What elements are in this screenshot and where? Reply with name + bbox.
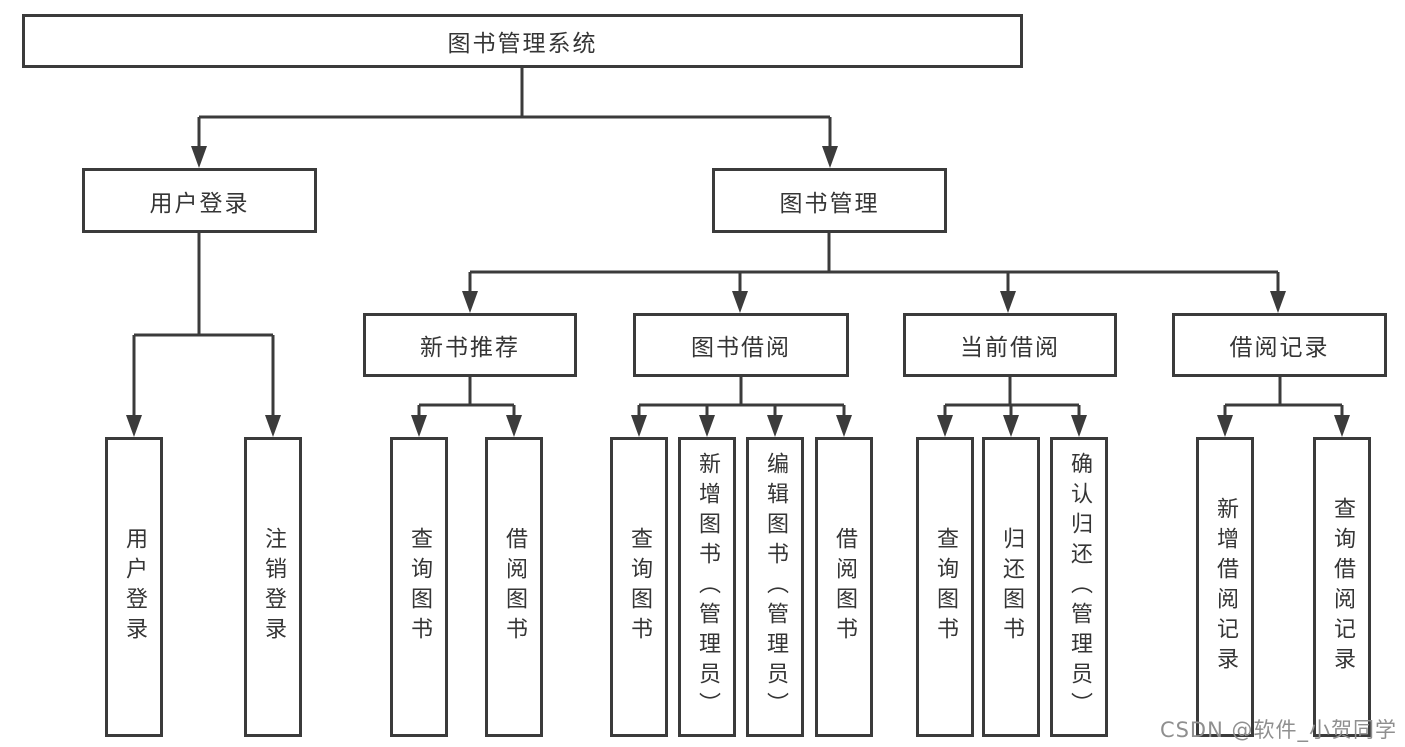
leaf-confirm-return-admin-label: 确认归还（管理员） — [1067, 452, 1092, 722]
node-current-borrow: 当前借阅 — [903, 313, 1117, 377]
leaf-edit-books-admin-label: 编辑图书（管理员） — [763, 452, 788, 722]
leaf-query-books-recommend-label: 查询图书 — [407, 527, 432, 647]
leaf-confirm-return-admin: 确认归还（管理员） — [1050, 437, 1108, 737]
leaf-return-books-label: 归还图书 — [999, 527, 1024, 647]
leaf-query-books-borrow: 查询图书 — [610, 437, 668, 737]
node-book-borrow-label: 图书借阅 — [691, 335, 791, 361]
node-borrow-records-label: 借阅记录 — [1229, 335, 1330, 361]
connector-lines — [132, 68, 1344, 421]
leaf-query-books-recommend: 查询图书 — [390, 437, 448, 737]
leaf-borrow-books-label: 借阅图书 — [832, 527, 857, 647]
leaf-user-login: 用户登录 — [105, 437, 163, 737]
leaf-query-borrow-record-label: 查询借阅记录 — [1330, 497, 1355, 677]
leaf-borrow-books-recommend-label: 借阅图书 — [502, 527, 527, 647]
node-root-system-label: 图书管理系统 — [447, 31, 598, 57]
node-borrow-records: 借阅记录 — [1172, 313, 1387, 377]
node-new-book-recommend: 新书推荐 — [363, 313, 577, 377]
leaf-borrow-books: 借阅图书 — [815, 437, 873, 737]
node-book-management: 图书管理 — [712, 168, 947, 233]
leaf-query-books-borrow-label: 查询图书 — [627, 527, 652, 647]
leaf-logout-label: 注销登录 — [261, 527, 286, 647]
leaf-user-login-label: 用户登录 — [122, 527, 147, 647]
leaf-add-borrow-record-label: 新增借阅记录 — [1213, 497, 1238, 677]
leaf-add-books-admin: 新增图书（管理员） — [678, 437, 736, 737]
leaf-return-books: 归还图书 — [982, 437, 1040, 737]
leaf-add-borrow-record: 新增借阅记录 — [1196, 437, 1254, 737]
node-user-login-label: 用户登录 — [149, 190, 250, 217]
leaf-query-books-current: 查询图书 — [916, 437, 974, 737]
leaf-edit-books-admin: 编辑图书（管理员） — [746, 437, 804, 737]
leaf-query-borrow-record: 查询借阅记录 — [1313, 437, 1371, 737]
leaf-logout: 注销登录 — [244, 437, 302, 737]
leaf-borrow-books-recommend: 借阅图书 — [485, 437, 543, 737]
node-user-login: 用户登录 — [82, 168, 317, 233]
node-book-borrow: 图书借阅 — [633, 313, 849, 377]
node-current-borrow-label: 当前借阅 — [960, 335, 1060, 361]
node-book-management-label: 图书管理 — [779, 190, 880, 217]
leaf-add-books-admin-label: 新增图书（管理员） — [695, 452, 720, 722]
node-root-system: 图书管理系统 — [22, 14, 1023, 68]
arrow-head-icons — [126, 146, 1350, 437]
node-new-book-recommend-label: 新书推荐 — [420, 335, 520, 361]
leaf-query-books-current-label: 查询图书 — [933, 527, 958, 647]
